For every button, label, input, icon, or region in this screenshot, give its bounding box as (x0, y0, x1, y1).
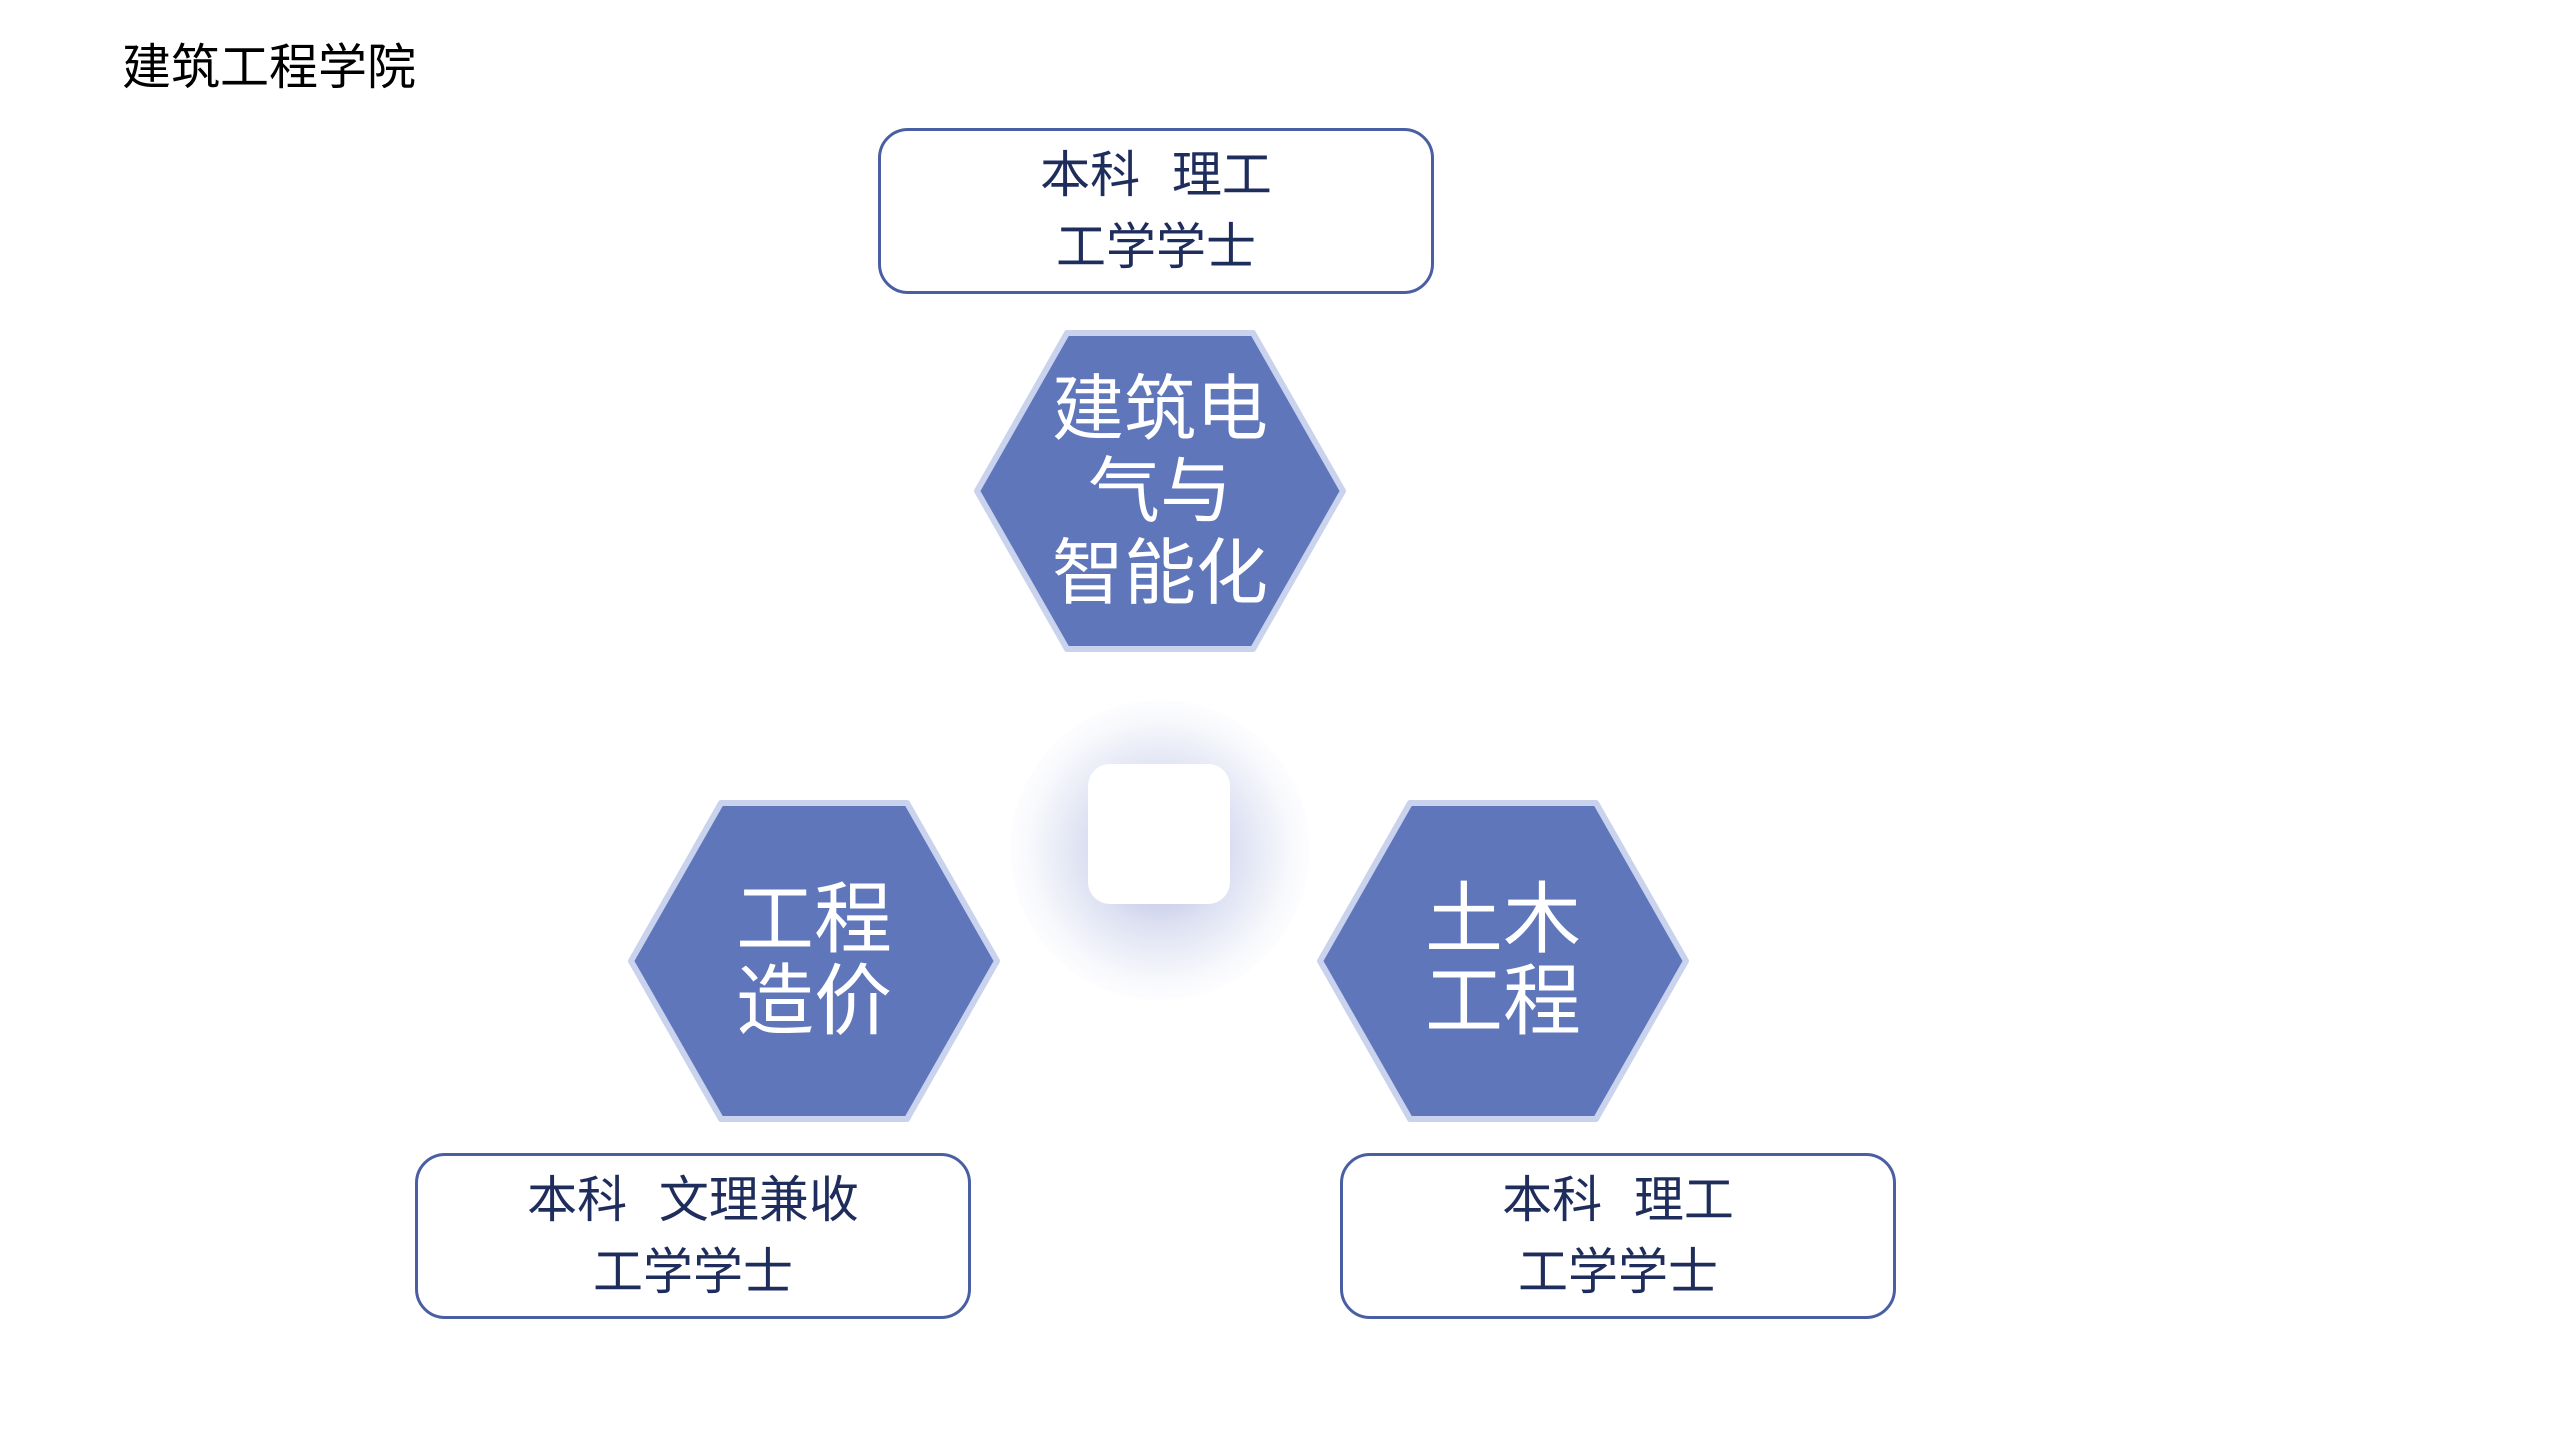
hexagon-label-line: 工程 (1424, 957, 1581, 1047)
info-degree-title: 工学学士 (1518, 1243, 1718, 1301)
hexagon-label: 工程 造价 (628, 800, 1000, 1122)
hexagon-cost-engineering[interactable]: 工程 造价 (628, 800, 1000, 1122)
hexagon-label-line: 工程 (735, 875, 892, 965)
info-box-civil: 本科 理工 工学学士 (1340, 1153, 1896, 1319)
info-degree-type: 本科 理工 (1502, 1171, 1734, 1229)
hexagon-label-line: 气与 (1087, 449, 1232, 533)
hexagon-civil-engineering[interactable]: 土木 工程 (1317, 800, 1689, 1122)
hexagon-label-line: 建筑电 (1051, 367, 1268, 451)
info-degree-type: 本科 理工 (1040, 146, 1272, 204)
info-degree-title: 工学学士 (1056, 218, 1256, 276)
hexagon-electrical-intelligent[interactable]: 建筑电 气与 智能化 (974, 330, 1346, 652)
info-box-cost: 本科 文理兼收 工学学士 (415, 1153, 971, 1319)
info-degree-type: 本科 文理兼收 (527, 1171, 859, 1229)
hexagon-label: 土木 工程 (1317, 800, 1689, 1122)
page-title: 建筑工程学院 (122, 39, 417, 96)
hexagon-shape (1317, 800, 1689, 1122)
hexagon-shape (974, 330, 1346, 652)
hexagon-shape (628, 800, 1000, 1122)
info-box-electrical: 本科 理工 工学学士 (878, 128, 1434, 294)
hexagon-label-line: 智能化 (1051, 531, 1268, 615)
hexagon-label-line: 土木 (1424, 875, 1581, 965)
info-degree-title: 工学学士 (593, 1243, 793, 1301)
hexagon-label-line: 造价 (735, 957, 892, 1047)
hexagon-label: 建筑电 气与 智能化 (974, 330, 1346, 652)
center-square (1088, 764, 1230, 904)
